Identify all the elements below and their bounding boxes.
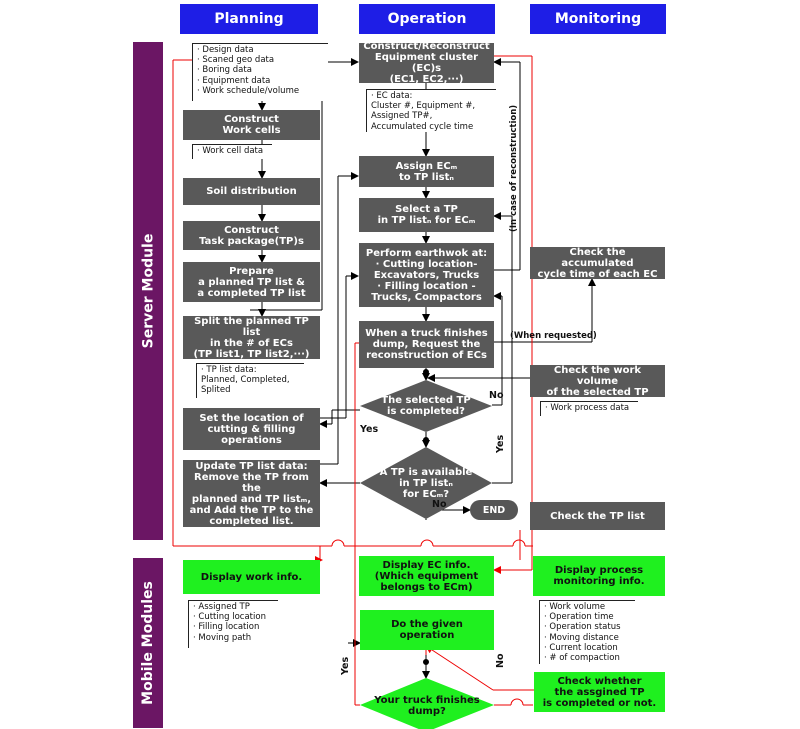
end-terminal: END [470, 500, 518, 520]
construct-task-package-box: Construct Task package(TP)s [183, 221, 320, 250]
decision-truck-finishes [360, 678, 494, 729]
update-tp-list-box: Update TP list data: Remove the TP from … [183, 460, 320, 527]
no-label-2: No [432, 499, 447, 510]
construct-ec-box: Construct/Reconstruct Equipment cluster … [359, 41, 494, 85]
given-operation-box: Do the given operation [360, 610, 494, 650]
decision-tp-available [360, 447, 492, 519]
no-label-1: No [489, 390, 504, 401]
split-tp-list-box: Split the planned TP list in the # of EC… [183, 316, 320, 360]
display-ec-info-box: Display EC info. (Which equipment belong… [359, 556, 494, 596]
ec-data-note: · EC data: Cluster #, Equipment #, Assig… [366, 89, 496, 132]
select-tp-box: Select a TP in TP listₙ for ECₘ [359, 198, 494, 232]
header-monitoring: Monitoring [530, 4, 666, 34]
truck-finishes-box: When a truck finishes dump, Request the … [359, 321, 494, 368]
server-module-label: Server Module [133, 42, 163, 540]
input-data-note: · Design data · Scaned geo data · Boring… [192, 43, 328, 101]
work-process-note: · Work process data [540, 401, 638, 416]
set-location-box: Set the location of cutting & filling op… [183, 408, 320, 450]
check-work-volume-box: Check the work volume of the selected TP [530, 365, 665, 398]
reconstruction-label: (In case of reconstruction) [509, 104, 519, 232]
display-work-info-box: Display work info. [183, 560, 320, 594]
when-requested-label: (When requested) [510, 331, 597, 341]
header-planning: Planning [180, 4, 318, 34]
yes-label-1: Yes [360, 424, 379, 435]
work-info-note: · Assigned TP · Cutting location · Filli… [188, 600, 278, 648]
decision-tp-completed [360, 380, 492, 432]
prepare-tp-list-box: Prepare a planned TP list & a completed … [183, 262, 320, 302]
perform-earthwork-box: Perform earthwok at: · Cutting location-… [359, 243, 494, 307]
tp-list-data-note: · TP list data: Planned, Completed, Spli… [196, 363, 304, 398]
check-tp-list-box: Check the TP list [530, 502, 665, 530]
decision1-text: The selected TP is completed? [381, 395, 471, 417]
check-assigned-tp-box: Check whether the assgined TP is complet… [534, 672, 665, 712]
truck-decision-text: Your truck finishes dump? [374, 695, 480, 717]
check-cycle-time-box: Check the accumulated cycle time of each… [530, 247, 665, 280]
work-cell-data-note: · Work cell data [192, 144, 272, 159]
header-operation: Operation [359, 4, 495, 34]
construct-work-cells-box: Construct Work cells [183, 110, 320, 140]
decision2-text: A TP is available in TP listₙ for ECₘ? [379, 466, 473, 500]
mobile-modules-label: Mobile Modules [133, 558, 163, 728]
assign-ec-box: Assign ECₘ to TP listₙ [359, 156, 494, 187]
soil-distribution-box: Soil distribution [183, 178, 320, 205]
no-label-mobile: No [495, 653, 506, 668]
display-process-info-box: Display process monitoring info. [533, 556, 665, 596]
process-info-note: · Work volume · Operation time · Operati… [539, 600, 635, 664]
yes-label-2: Yes [495, 434, 506, 453]
yes-label-mobile: Yes [340, 656, 351, 675]
